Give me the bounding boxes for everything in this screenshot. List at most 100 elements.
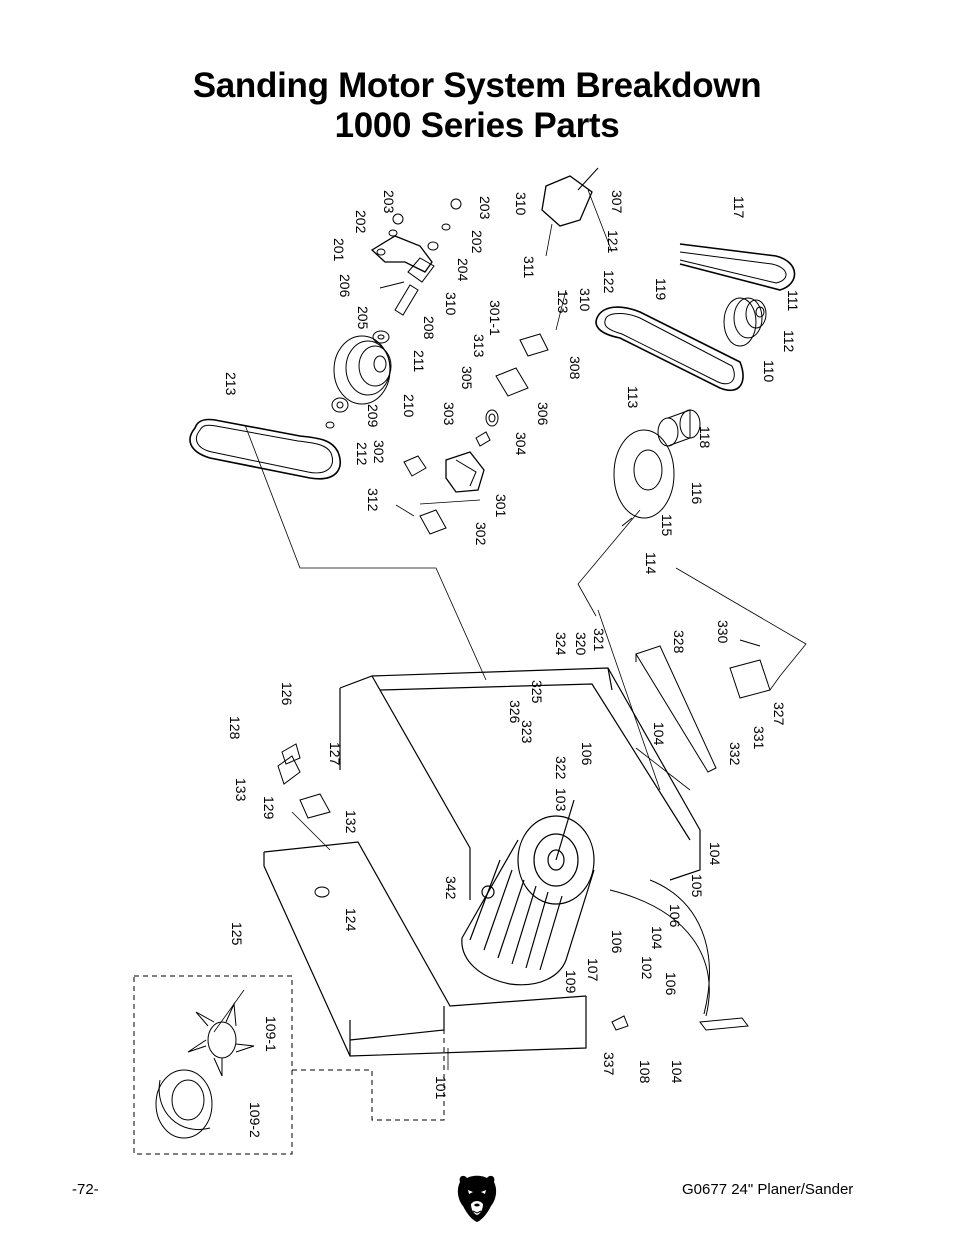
title-line-1: Sanding Motor System Breakdown	[192, 66, 762, 105]
knob-126	[281, 743, 301, 765]
part-label: 305	[459, 366, 475, 390]
disc-116	[613, 429, 675, 519]
block-208	[407, 257, 435, 283]
part-label: 122	[601, 270, 617, 294]
part-label: 203	[477, 196, 493, 220]
part-label: 106	[609, 930, 625, 954]
part-label: 328	[671, 630, 687, 654]
part-label: 109	[563, 970, 579, 994]
part-label: 109-1	[263, 1016, 279, 1052]
frame-cabinet	[263, 667, 701, 1057]
part-label: 127	[327, 742, 343, 766]
part-label: 307	[609, 190, 625, 214]
part-label: 205	[355, 306, 371, 330]
part-label: 337	[601, 1052, 617, 1076]
part-label: 308	[567, 356, 583, 380]
part-label: 213	[223, 372, 239, 396]
part-label: 106	[579, 742, 595, 766]
part-label: 116	[689, 482, 705, 505]
part-number-labels: 203 202 201 206 205 208 310 211 210 209 …	[223, 190, 801, 1138]
bolt-330	[739, 639, 761, 647]
fan-detail-box	[133, 975, 445, 1155]
part-label: 203	[381, 190, 397, 214]
part-label: 132	[343, 810, 359, 834]
part-label: 118	[697, 426, 713, 449]
part-label: 312	[365, 488, 381, 512]
part-label: 103	[553, 788, 569, 812]
part-label: 119	[653, 278, 669, 301]
spring-304	[485, 409, 499, 427]
part-label: 331	[751, 726, 767, 750]
part-label: 306	[535, 402, 551, 426]
bracket-307	[541, 167, 599, 227]
part-label: 129	[261, 796, 277, 820]
part-label: 106	[663, 972, 679, 996]
part-label: 106	[667, 904, 683, 928]
screw-114	[621, 517, 633, 527]
pad-302-upper	[403, 455, 427, 477]
part-label: 301-1	[487, 300, 503, 336]
washer-202-left	[388, 229, 398, 237]
wire-nut-337	[611, 1015, 629, 1031]
washer-212	[325, 421, 335, 429]
part-label: 113	[625, 386, 641, 409]
part-label: 104	[707, 842, 723, 866]
part-label: 310	[443, 292, 459, 316]
part-label: 126	[279, 682, 295, 706]
plate-127	[299, 793, 331, 819]
part-label: 303	[441, 402, 457, 426]
part-label: 302	[371, 440, 387, 464]
part-label: 330	[715, 620, 731, 644]
part-label: 202	[469, 230, 485, 254]
part-label: 123	[555, 290, 571, 314]
bolt-206	[379, 281, 405, 289]
part-label: 107	[585, 958, 601, 982]
washer-204	[427, 241, 439, 251]
part-label: 133	[233, 778, 249, 802]
part-label: 105	[689, 874, 705, 898]
hub-118	[657, 409, 701, 447]
part-label: 310	[577, 288, 593, 312]
belt-117	[679, 243, 796, 291]
title-line-2: 1000 Series Parts	[334, 106, 620, 145]
part-label: 117	[731, 196, 747, 219]
bearing-209	[331, 397, 349, 413]
part-label: 204	[455, 258, 471, 282]
motor-109	[461, 799, 595, 986]
part-label: 115	[659, 514, 675, 537]
part-label: 302	[473, 522, 489, 546]
part-label: 323	[519, 720, 535, 744]
part-label: 110	[761, 360, 777, 383]
fan-cover-109-2	[155, 1069, 213, 1139]
part-label: 327	[771, 702, 787, 726]
part-label: 104	[651, 722, 667, 746]
part-label: 208	[421, 316, 437, 340]
power-cord	[609, 879, 749, 1031]
model-name: G0677 24" Planer/Sander	[682, 1181, 854, 1198]
page-title: Sanding Motor System Breakdown 1000 Seri…	[0, 66, 954, 146]
part-label: 202	[353, 210, 369, 234]
part-label: 342	[443, 876, 459, 900]
page-number: -72-	[72, 1181, 99, 1198]
part-label: 311	[521, 256, 537, 279]
shape-129	[277, 755, 301, 785]
fan-109-1	[187, 1002, 255, 1077]
bushing-303	[475, 431, 491, 447]
part-label: 121	[605, 230, 621, 254]
part-label: 209	[365, 404, 381, 428]
part-label: 104	[669, 1060, 685, 1084]
belt-119	[595, 306, 744, 391]
part-label: 325	[529, 680, 545, 704]
part-label: 112	[781, 330, 797, 353]
part-label: 313	[471, 334, 487, 358]
leader-lines	[213, 189, 807, 1070]
part-label: 111	[785, 290, 801, 311]
part-label: 210	[401, 394, 417, 418]
mounting-rail	[635, 645, 717, 773]
bushing-124	[314, 886, 330, 898]
part-label: 320	[573, 632, 589, 656]
part-label: 125	[229, 922, 245, 946]
part-label: 304	[513, 432, 529, 456]
part-label: 211	[411, 350, 427, 373]
